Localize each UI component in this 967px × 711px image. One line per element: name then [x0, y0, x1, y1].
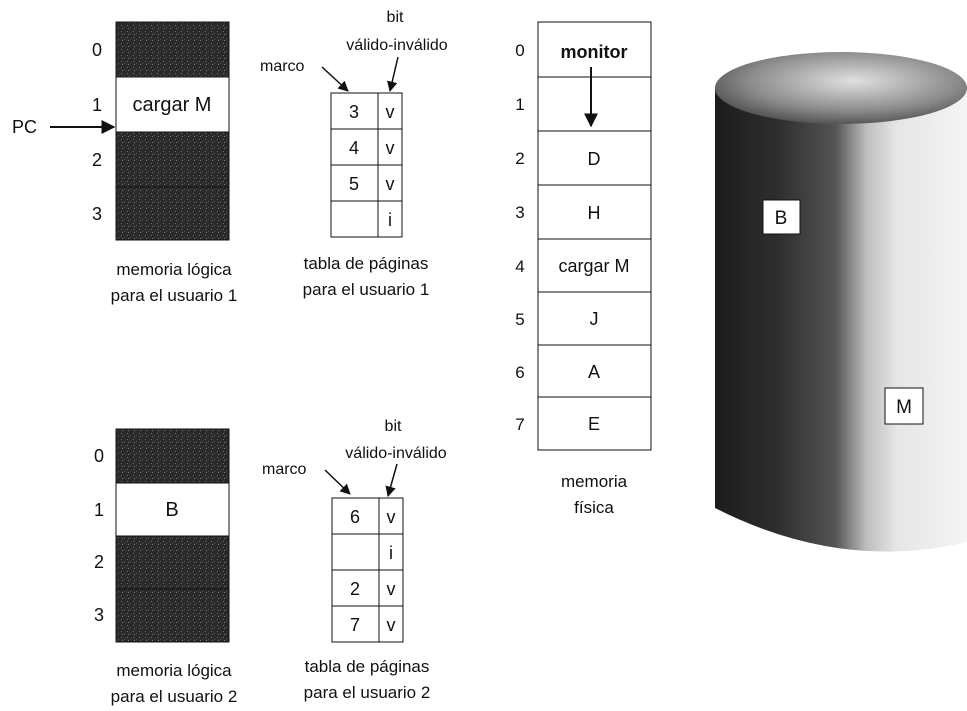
user2-pt-header-valid: válido-inválido: [345, 445, 446, 462]
user1-pt-bit-3: i: [388, 210, 392, 230]
user2-pt-bit-2: v: [387, 579, 396, 599]
user2-pt-caption-1: tabla de páginas: [305, 657, 430, 676]
disk-page-m: M: [896, 397, 912, 418]
phys-index-7: 7: [515, 415, 524, 434]
disk-body: [715, 88, 967, 552]
user2-lm-caption-2: para el usuario 2: [111, 687, 238, 706]
user2-lm-row-2: [115, 535, 230, 590]
user1-lm-caption-1: memoria lógica: [116, 260, 232, 279]
phys-label-5: J: [590, 309, 599, 329]
user1-logical-memory: cargar M 0 1 2 3 memoria lógica para el …: [92, 21, 238, 305]
phys-index-2: 2: [515, 149, 524, 168]
user1-pt-frame-0: 3: [349, 102, 359, 122]
user1-lm-row-0: [115, 21, 230, 78]
user1-pt-caption-2: para el usuario 1: [303, 280, 430, 299]
user2-pt-frame-0: 6: [350, 507, 360, 527]
user1-lm-row-1: [115, 76, 230, 133]
user1-lm-row-3: [115, 186, 230, 241]
phys-label-6: A: [588, 362, 600, 382]
user1-pt-bit-0: v: [386, 102, 395, 122]
user2-pt-frame-3: 7: [350, 615, 360, 635]
user2-lm-row-0: [115, 428, 230, 484]
user1-lm-label-1: cargar M: [133, 94, 212, 116]
phys-index-6: 6: [515, 363, 524, 382]
user1-pt-header-frame: marco: [260, 58, 305, 75]
phys-label-0: monitor: [561, 42, 628, 62]
user2-pt-bit-arrow: [385, 463, 398, 498]
user2-lm-index-0: 0: [94, 446, 104, 466]
user1-pt-bit-1: v: [386, 138, 395, 158]
user1-pt-frame-arrow: [321, 66, 349, 92]
user2-pt-bit-3: v: [387, 615, 396, 635]
user2-pt-frame-2: 2: [350, 579, 360, 599]
user1-pt-caption-1: tabla de páginas: [304, 254, 429, 273]
user2-pt-header-bit: bit: [385, 418, 402, 435]
physical-memory: 0 1 2 3 4 5 6 7 monitor D H cargar M J A…: [515, 21, 652, 517]
user1-pt-header-valid: válido-inválido: [346, 37, 447, 54]
user2-lm-index-1: 1: [94, 500, 104, 520]
user2-page-table: bit válido-inválido marco 6 2 7 v i v v …: [262, 418, 447, 702]
user1-pt-header-bit: bit: [387, 9, 404, 26]
user1-lm-index-1: 1: [92, 95, 102, 115]
user1-pt-bit-2: v: [386, 174, 395, 194]
phys-label-3: H: [588, 203, 601, 223]
user2-pt-frame-arrow: [324, 469, 351, 495]
phys-index-5: 5: [515, 310, 524, 329]
phys-label-2: D: [588, 149, 601, 169]
phys-caption-2: física: [574, 498, 614, 517]
pc-pointer: PC: [12, 117, 116, 137]
user1-pt-frame-1: 4: [349, 138, 359, 158]
phys-caption-1: memoria: [561, 472, 628, 491]
disk-page-b: B: [775, 208, 788, 229]
user2-lm-row-3: [115, 588, 230, 643]
disk-page-b-box: [762, 199, 801, 235]
phys-index-0: 0: [515, 41, 524, 60]
phys-index-4: 4: [515, 257, 524, 276]
phys-index-1: 1: [515, 95, 524, 114]
backing-store-disk: B M: [715, 52, 967, 552]
user1-pt-bit-arrow: [387, 56, 399, 93]
user1-lm-index-3: 3: [92, 204, 102, 224]
user2-lm-caption-1: memoria lógica: [116, 661, 232, 680]
phys-label-4: cargar M: [558, 256, 629, 276]
phys-index-3: 3: [515, 203, 524, 222]
phys-label-7: E: [588, 414, 600, 434]
user1-lm-row-2: [115, 131, 230, 188]
user2-pt-caption-2: para el usuario 2: [304, 683, 431, 702]
phys-mem-frame: [537, 21, 652, 451]
user2-pt-bit-1: i: [389, 543, 393, 563]
user2-lm-index-2: 2: [94, 552, 104, 572]
user1-lm-index-2: 2: [92, 150, 102, 170]
user2-logical-memory: B 0 1 2 3 memoria lógica para el usuario…: [94, 428, 238, 706]
pc-label: PC: [12, 117, 37, 137]
user2-lm-row-1: [115, 482, 230, 537]
user1-lm-index-0: 0: [92, 40, 102, 60]
disk-page-m-box: [884, 387, 924, 425]
user2-lm-index-3: 3: [94, 605, 104, 625]
user2-pt-header-frame: marco: [262, 461, 307, 478]
disk-top: [715, 52, 967, 124]
user1-pt-frame-2: 5: [349, 174, 359, 194]
user2-lm-label-1: B: [165, 499, 178, 521]
user1-page-table: bit válido-inválido marco 3 4 5 v v v i …: [260, 9, 448, 299]
user2-pt-bit-0: v: [387, 507, 396, 527]
user1-lm-caption-2: para el usuario 1: [111, 286, 238, 305]
